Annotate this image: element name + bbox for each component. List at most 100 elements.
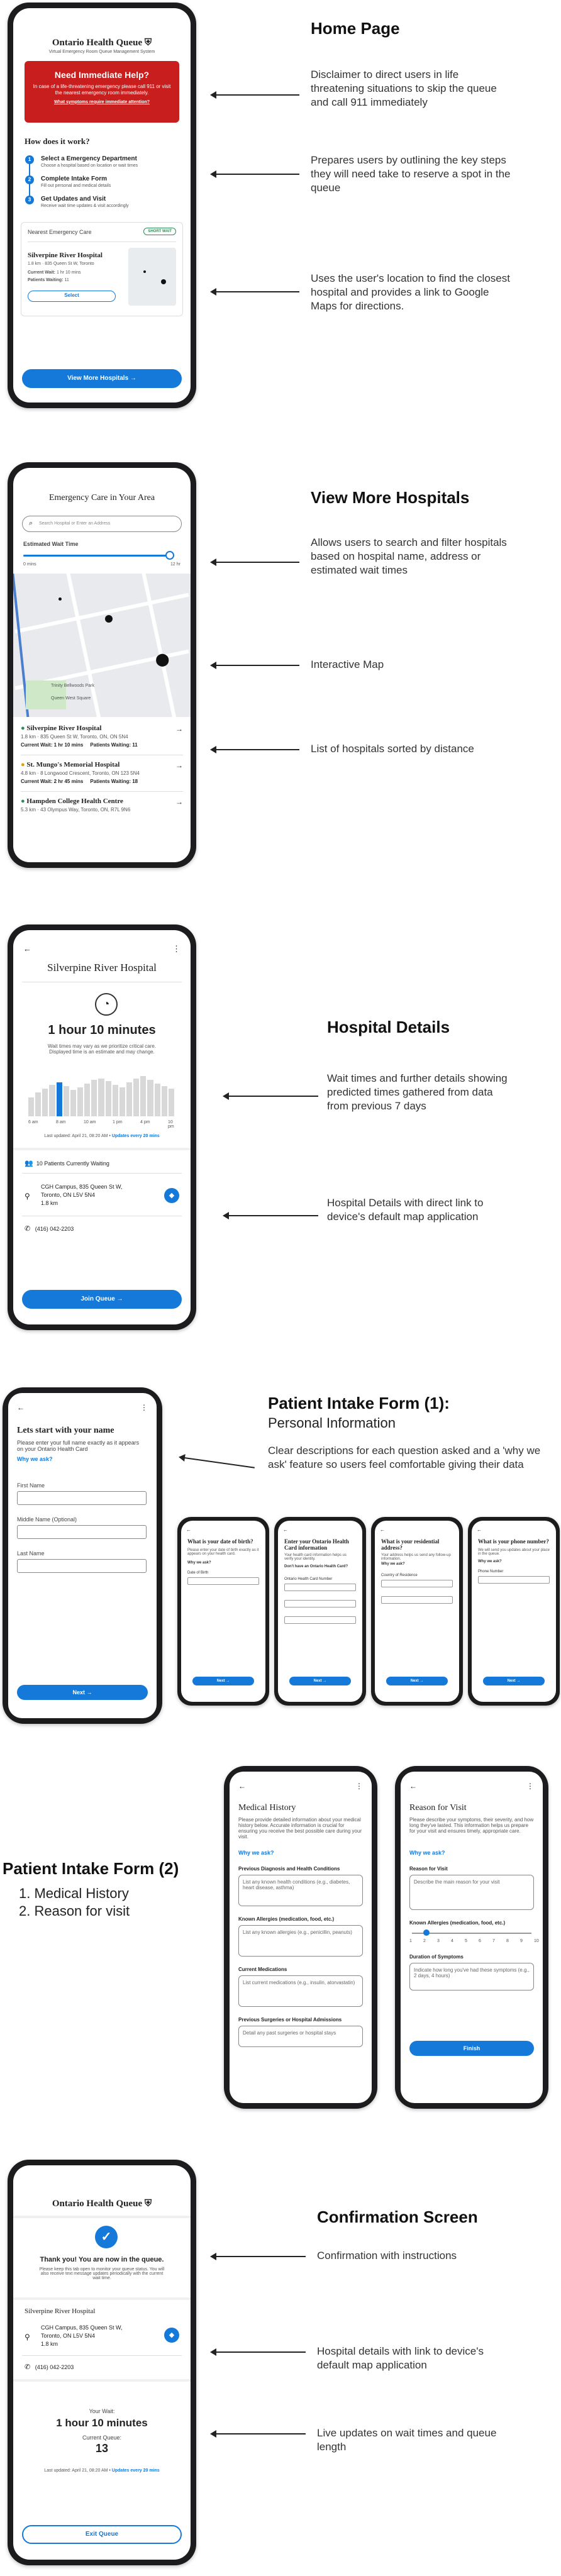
search-placeholder: Search Hospital or Enter an Address — [39, 521, 111, 526]
back-arrow-icon[interactable]: ← — [23, 944, 31, 953]
question-label: Current Medications — [238, 1967, 287, 1972]
hospital-name: ● St. Mungo's Memorial Hospital — [21, 761, 120, 769]
duration-textarea[interactable]: Indicate how long you've had these sympt… — [409, 1963, 534, 1990]
severity-scale-label: 4 — [451, 1939, 453, 1943]
next-button[interactable]: Next → — [17, 1685, 148, 1700]
hospital-list-item[interactable]: ● Hampden College Health Centre 5.3 km ·… — [21, 797, 183, 813]
directions-button[interactable]: ◆ — [164, 2328, 179, 2343]
map-location-pin-icon[interactable]: ⬤ — [155, 653, 170, 667]
viewmore-arrow-3 — [210, 746, 299, 753]
back-arrow-icon[interactable]: ← — [380, 1527, 385, 1533]
hospital-search-input[interactable]: ⌕ Search Hospital or Enter an Address — [22, 516, 182, 532]
mini-next-button[interactable]: Next → — [386, 1677, 448, 1685]
select-hospital-button[interactable]: Select — [28, 291, 116, 302]
question-label: Reason for Visit — [409, 1866, 448, 1872]
mini-field[interactable] — [284, 1616, 356, 1624]
mini-why-link[interactable]: Why we ask? — [478, 1560, 502, 1563]
home-annotation-3: Uses the user's location to find the clo… — [311, 272, 510, 313]
hospital-name: ● Hampden College Health Centre — [21, 797, 123, 805]
address-line: Toronto, ON L5V 5N4 — [41, 1192, 96, 1199]
home-section-title: Home Page — [311, 19, 400, 38]
hospital-list-item[interactable]: ● St. Mungo's Memorial Hospital 4.8 km ·… — [21, 761, 183, 784]
back-arrow-icon[interactable]: ← — [17, 1403, 25, 1412]
map-pin-icon[interactable] — [58, 597, 62, 601]
severity-slider-track[interactable] — [412, 1933, 531, 1934]
why-we-ask-link[interactable]: Why we ask? — [409, 1850, 445, 1856]
intake1-screen: ← ⋮ Lets start with your name Please ent… — [8, 1393, 157, 1718]
more-icon[interactable]: ⋮ — [140, 1403, 148, 1412]
surgeries-textarea[interactable]: Detail any past surgeries or hospital st… — [238, 2026, 363, 2047]
intake-mini-phone: ← What is your date of birth? Please ent… — [177, 1517, 269, 1706]
back-arrow-icon[interactable]: ← — [186, 1527, 191, 1533]
mini-field[interactable] — [284, 1584, 356, 1591]
first-name-input[interactable] — [17, 1491, 147, 1505]
map-pin-icon[interactable] — [105, 615, 113, 623]
map-park — [26, 680, 66, 709]
exit-queue-button[interactable]: Exit Queue — [22, 2525, 182, 2544]
mini-map[interactable] — [128, 248, 176, 306]
alert-link[interactable]: What symptoms require immediate attentio… — [53, 99, 150, 104]
last-name-input[interactable] — [17, 1559, 147, 1573]
view-more-hospitals-button[interactable]: View More Hospitals → — [22, 369, 182, 388]
step-3: Get Updates and Visit Receive wait time … — [41, 196, 179, 208]
mini-why-link[interactable]: Why we ask? — [381, 1562, 405, 1566]
mini-field[interactable] — [187, 1577, 259, 1585]
mini-why-link[interactable]: Why we ask? — [187, 1561, 211, 1565]
chart-tick-label: 1 pm — [113, 1120, 123, 1124]
severity-slider-thumb[interactable] — [423, 1929, 430, 1936]
wait-slider-track[interactable] — [23, 555, 174, 557]
confirm-screen: Ontario Health Queue ⛨ ✓ Thank you! You … — [13, 2165, 191, 2560]
conditions-textarea[interactable]: List any known health conditions (e.g., … — [238, 1875, 363, 1906]
back-arrow-icon[interactable]: ← — [477, 1527, 482, 1533]
more-icon[interactable]: ⋮ — [355, 1782, 363, 1790]
details-title: Silverpine River Hospital — [47, 962, 157, 974]
more-icon[interactable]: ⋮ — [172, 944, 181, 953]
divider — [22, 1173, 182, 1174]
step-3-dot: 3 — [25, 196, 34, 204]
hospital-list-item[interactable]: ● Silverpine River Hospital 1.8 km · 835… — [21, 724, 183, 748]
mini-field[interactable] — [381, 1580, 453, 1587]
mini-next-button[interactable]: Next → — [483, 1677, 545, 1685]
why-we-ask-link[interactable]: Why we ask? — [17, 1456, 53, 1462]
back-arrow-icon[interactable]: ← — [283, 1527, 288, 1533]
thanks-title: Thank you! You are now in the queue. — [40, 2256, 164, 2263]
phone-row[interactable]: ✆ (416) 042-2203 — [25, 1225, 74, 1233]
intake-mini-screen: ← Enter your Ontario Health Card informa… — [278, 1521, 362, 1702]
phone-row[interactable]: ✆ (416) 042-2203 — [25, 2363, 74, 2371]
viewmore-arrow-2 — [210, 662, 299, 669]
mini-field[interactable] — [381, 1596, 453, 1604]
mini-next-button[interactable]: Next → — [289, 1677, 351, 1685]
your-wait-label: Your Wait: — [89, 2408, 115, 2414]
question-label: Previous Diagnosis and Health Conditions — [238, 1866, 340, 1872]
middle-name-input[interactable] — [17, 1525, 147, 1539]
wait-chart — [28, 1063, 175, 1116]
directions-button[interactable]: ◆ — [164, 1188, 179, 1203]
chart-bar — [84, 1084, 91, 1116]
clock-icon: ◔ — [95, 993, 118, 1016]
mini-field[interactable] — [478, 1576, 550, 1584]
back-arrow-icon[interactable]: ← — [409, 1782, 417, 1790]
join-queue-button[interactable]: Join Queue → — [22, 1290, 182, 1309]
severity-scale-label: 9 — [520, 1939, 523, 1943]
mini-next-button[interactable]: Next → — [192, 1677, 254, 1685]
interactive-map[interactable]: Trinity Bellwoods Park Queen West Square… — [13, 574, 191, 717]
reason-textarea[interactable]: Describe the main reason for your visit — [409, 1875, 534, 1910]
finish-button[interactable]: Finish — [409, 2041, 534, 2056]
mini-field[interactable] — [284, 1600, 356, 1607]
step-2-dot: 2 — [25, 175, 34, 184]
severity-scale-label: 6 — [479, 1939, 481, 1943]
medications-textarea[interactable]: List current medications (e.g., insulin,… — [238, 1975, 363, 2007]
chart-bar — [140, 1076, 147, 1116]
back-arrow-icon[interactable]: ← — [238, 1782, 246, 1790]
more-icon[interactable]: ⋮ — [526, 1782, 534, 1790]
intake-title: Lets start with your name — [17, 1426, 114, 1435]
mini-title: Enter your Ontario Health Card informati… — [284, 1538, 349, 1551]
why-we-ask-link[interactable]: Why we ask? — [238, 1850, 274, 1856]
mini-title: What is your residential address? — [381, 1538, 440, 1551]
mini-field-label: Country of Residence — [381, 1574, 418, 1577]
mini-why-link[interactable]: Don't have an Ontario Health Card? — [284, 1565, 348, 1568]
allergies-textarea[interactable]: List any known allergies (e.g., penicill… — [238, 1925, 363, 1957]
how-title: How does it work? — [25, 136, 90, 146]
last-updated: Last updated: April 21, 08:20 AM • Updat… — [44, 1134, 160, 1138]
wait-slider-thumb[interactable] — [165, 551, 174, 560]
